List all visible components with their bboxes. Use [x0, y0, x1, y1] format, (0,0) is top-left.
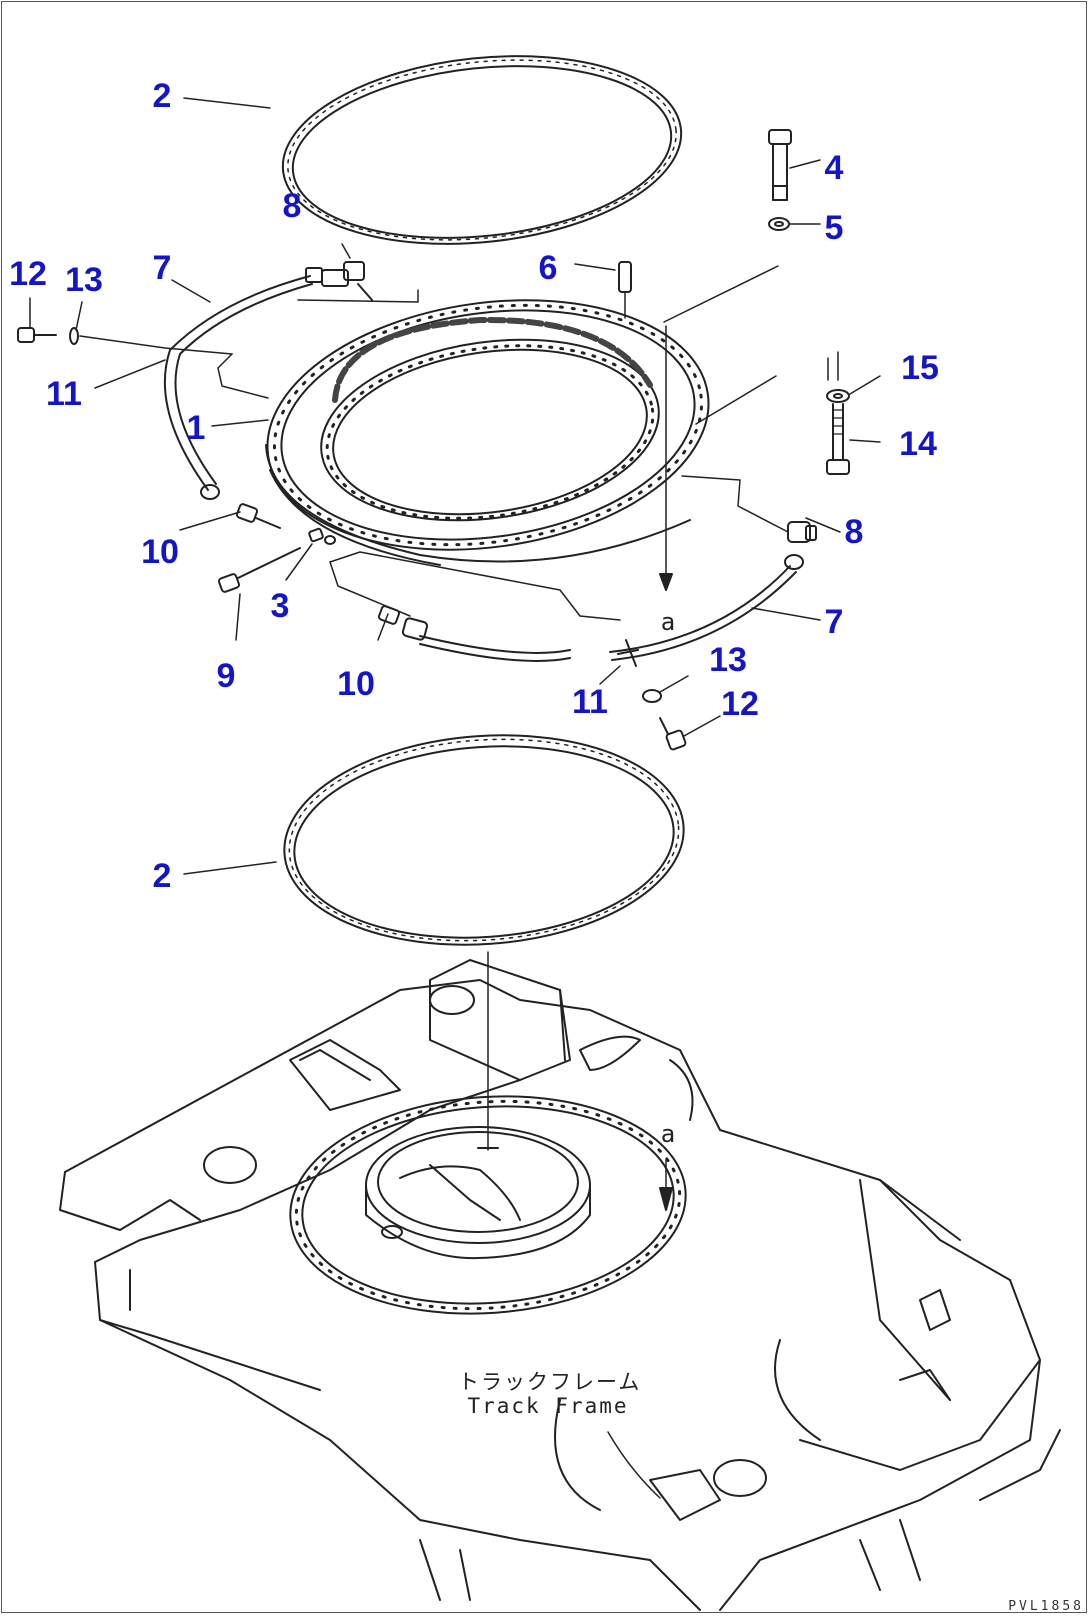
callout-15: 15	[901, 349, 939, 387]
bolt-12-right	[659, 717, 687, 751]
callout-3: 3	[270, 587, 290, 625]
upper-seal-ring	[281, 55, 683, 245]
bolt-12-left	[17, 327, 57, 343]
track-frame-label-jp: トラックフレーム	[458, 1370, 642, 1394]
callout-10-left: 10	[141, 533, 179, 571]
clamp-11-right	[617, 639, 639, 667]
callout-13-right: 13	[709, 641, 747, 679]
reference-letter-a-lower: a	[660, 1120, 676, 1148]
frame-swing-seat	[289, 1095, 687, 1315]
fitting-10-left	[235, 503, 281, 529]
pin-6	[618, 261, 632, 319]
reference-letter-a-upper: a	[660, 608, 676, 636]
leader-lines	[29, 97, 881, 875]
grease-hose-right	[419, 554, 804, 662]
callout-5: 5	[824, 209, 844, 247]
callout-7-left: 7	[152, 249, 172, 287]
callout-12-left: 12	[9, 255, 47, 293]
swing-circle	[265, 299, 710, 566]
washer-15	[826, 389, 850, 403]
reference-arrow-a-upper	[659, 325, 673, 591]
callout-12-right: 12	[721, 685, 759, 723]
callout-11-right: 11	[572, 683, 608, 721]
callout-4: 4	[824, 149, 844, 187]
track-frame-label-en: Track Frame	[467, 1394, 629, 1418]
callout-11-left: 11	[46, 375, 82, 413]
track-frame-leader	[607, 1431, 661, 1499]
washer-13-left	[69, 327, 79, 345]
track-frame	[59, 959, 1061, 1611]
fitting-9	[217, 547, 301, 593]
callout-14: 14	[899, 425, 937, 463]
callout-8-top: 8	[282, 187, 302, 225]
washer-5	[768, 217, 790, 231]
callout-6: 6	[538, 249, 558, 287]
callout-9: 9	[216, 657, 236, 695]
callout-10-mid: 10	[337, 665, 375, 703]
washer-13-right	[642, 689, 662, 703]
grease-hose-left	[163, 267, 323, 500]
lower-seal-ring	[283, 734, 685, 946]
sheet-code: PVL1858	[1008, 1599, 1084, 1614]
bolt-14	[826, 351, 850, 475]
reference-arrow-a-lower	[659, 1159, 673, 1211]
assembly-axis-line	[477, 951, 499, 1151]
callout-1: 1	[186, 409, 206, 447]
callout-8-right: 8	[844, 513, 864, 551]
bolt-4	[768, 129, 792, 201]
callout-7-right: 7	[824, 603, 844, 641]
track-frame-label: トラックフレーム Track Frame	[458, 1370, 642, 1418]
elbow-fitting-8-top	[321, 261, 373, 301]
callout-2-top: 2	[152, 77, 172, 115]
callout-13-left: 13	[65, 261, 103, 299]
grease-nipple-3	[308, 527, 336, 545]
callout-2-bottom: 2	[152, 857, 172, 895]
